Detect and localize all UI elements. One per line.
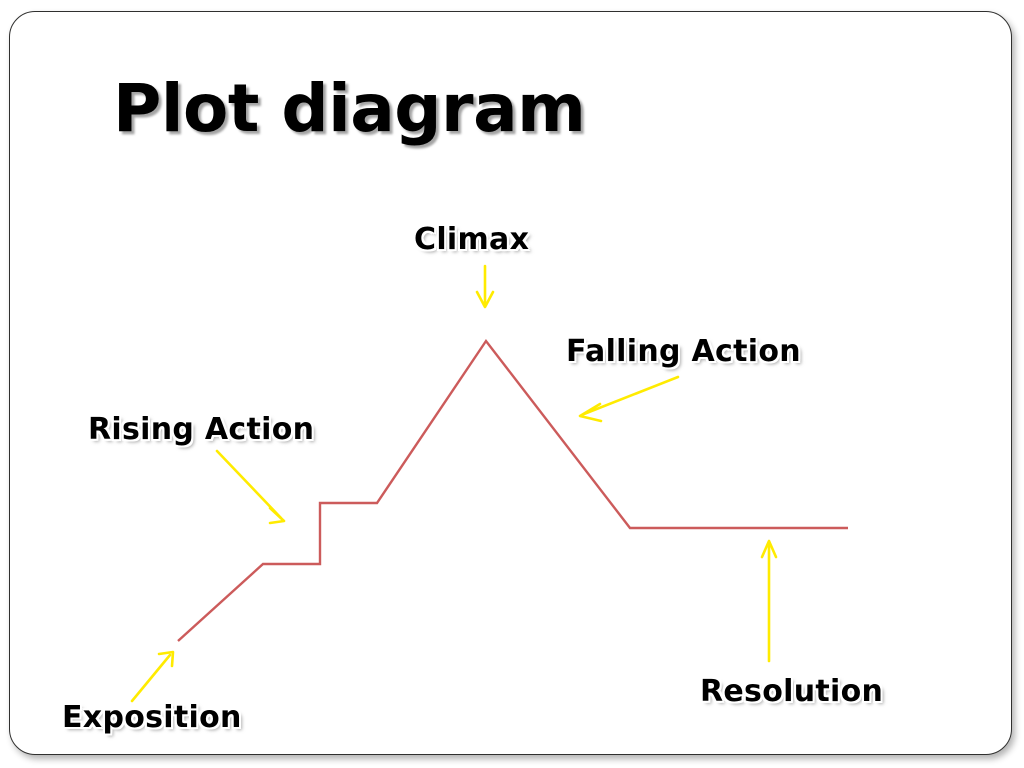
page-title: Plot diagram: [113, 70, 586, 147]
label-falling-action: Falling Action: [566, 334, 801, 369]
label-rising-action: Rising Action: [88, 412, 315, 447]
label-resolution: Resolution: [700, 674, 884, 709]
label-climax: Climax: [414, 222, 530, 257]
label-exposition: Exposition: [62, 700, 242, 735]
